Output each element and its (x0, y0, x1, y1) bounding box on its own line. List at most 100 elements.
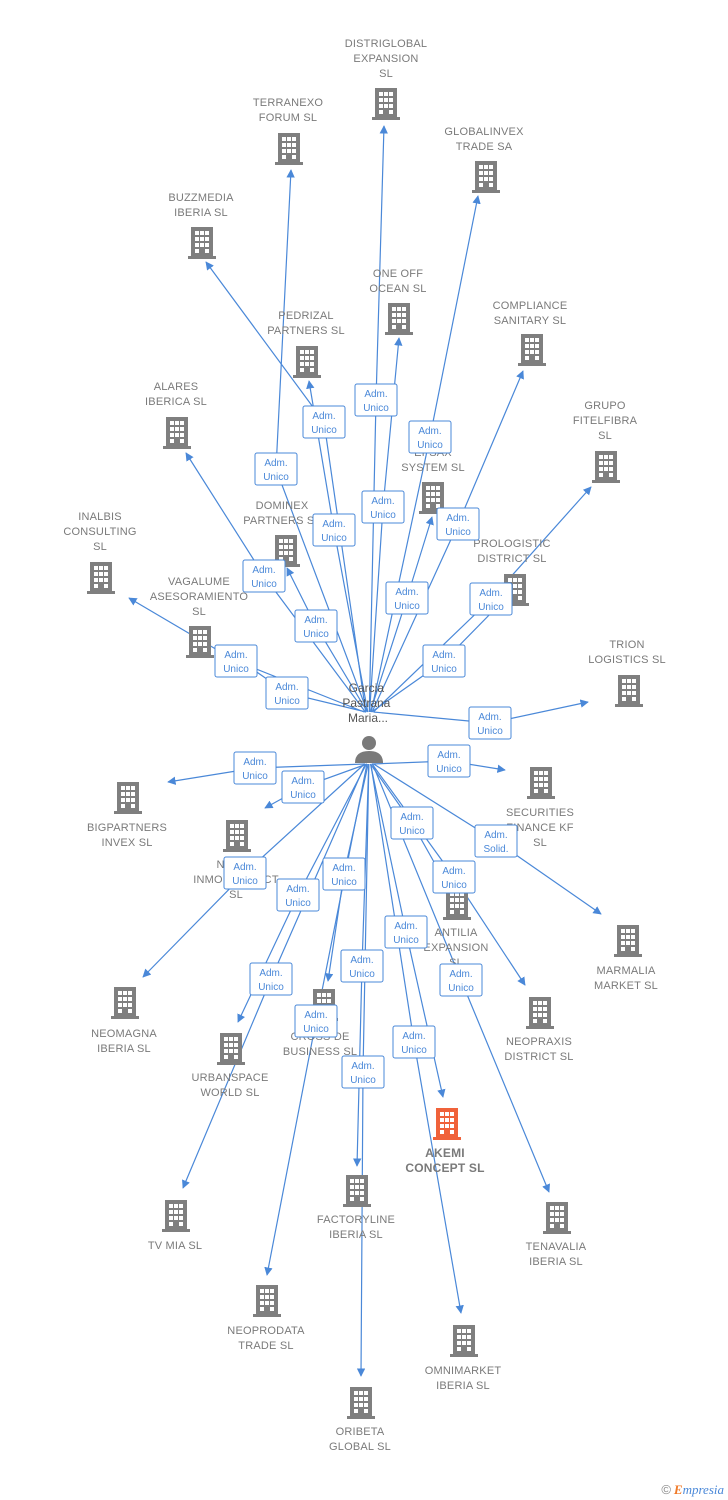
company-label-line: SL (598, 430, 612, 442)
role-badge-box (436, 507, 480, 541)
role-badge: Adm.Unico (392, 1025, 436, 1059)
company-label-line: TERRANEXO (253, 97, 323, 109)
building-icon (275, 133, 303, 165)
role-badge: Adm.Unico (249, 962, 293, 996)
building-icon (527, 767, 555, 799)
role-text: Unico (401, 1045, 427, 1056)
role-text: Adm. (479, 588, 502, 599)
company-label-line: GRUPO (584, 400, 626, 412)
role-text: Adm. (351, 1061, 374, 1072)
building-icon (253, 1285, 281, 1317)
role-text: Adm. (371, 496, 394, 507)
role-badge-box (341, 1055, 385, 1089)
role-text: Unico (232, 876, 258, 887)
role-badge: Adm.Unico (432, 860, 476, 894)
company-node[interactable]: TV MIA SL (148, 1200, 202, 1252)
company-label-line: DISTRICT SL (504, 1051, 573, 1063)
role-text: Adm. (484, 830, 507, 841)
company-label-line: SECURITIES (506, 807, 574, 819)
company-label-line: GLOBAL SL (329, 1441, 391, 1453)
role-badge: Adm.Unico (341, 1055, 385, 1089)
company-node[interactable]: EPSAXSYSTEM SL (401, 447, 465, 514)
person-label-line: Garcia (349, 681, 385, 695)
role-badge: Adm.Unico (233, 751, 277, 785)
company-label-line: ALARES (154, 381, 199, 393)
company-node[interactable]: BIGPARTNERS INVEX SL (87, 782, 167, 849)
role-text: Unico (223, 664, 249, 675)
role-badge-box (249, 962, 293, 996)
role-text: Unico (436, 764, 462, 775)
company-label-line: PARTNERS SL (267, 325, 345, 337)
role-badge-box (408, 420, 452, 454)
person-node[interactable]: Garcia Pastrana Maria... (342, 681, 393, 763)
company-label-line: CONCEPT SL (405, 1161, 484, 1175)
company-label-line: DISTRIGLOBAL (345, 38, 427, 50)
company-label-line: IBERIA SL (97, 1043, 151, 1055)
company-label-line: ASESORAMIENTO (150, 591, 249, 603)
company-label-line: FITELFIBRA (573, 415, 638, 427)
role-text: Adm. (332, 863, 355, 874)
company-node[interactable]: PEDRIZAL PARTNERS SL (267, 310, 345, 378)
role-badge-box (312, 513, 356, 547)
role-badge-box (385, 581, 429, 615)
building-icon (518, 334, 546, 366)
role-text: Unico (251, 579, 277, 590)
company-label-line: PEDRIZAL (278, 310, 333, 322)
building-icon (87, 562, 115, 594)
person-label-line: Maria... (348, 711, 388, 725)
role-badge-box (474, 824, 518, 858)
building-icon (186, 626, 214, 658)
role-text: Unico (349, 969, 375, 980)
role-badge-box (265, 676, 309, 710)
brand-initial: E (673, 1482, 683, 1497)
building-icon (450, 1325, 478, 1357)
company-label-line: BIGPARTNERS (87, 822, 167, 834)
company-label-line: ANTILIA (435, 927, 478, 939)
copyright-symbol: © (661, 1482, 671, 1497)
role-badge-box (281, 770, 325, 804)
company-node[interactable]: GRUPO FITELFIBRA SL (573, 400, 638, 483)
company-label-line: SL (229, 889, 243, 901)
role-text: Adm. (259, 968, 282, 979)
role-badge: Adm.Unico (276, 878, 320, 912)
building-icon (614, 925, 642, 957)
role-badge-box (242, 559, 286, 593)
role-badge-box (392, 1025, 436, 1059)
role-text: Unico (445, 527, 471, 538)
role-badge: Adm.Unico (390, 806, 434, 840)
role-badge-box (361, 490, 405, 524)
company-label-line: EXPANSION (353, 53, 418, 65)
company-label-line: INVEX SL (101, 837, 152, 849)
